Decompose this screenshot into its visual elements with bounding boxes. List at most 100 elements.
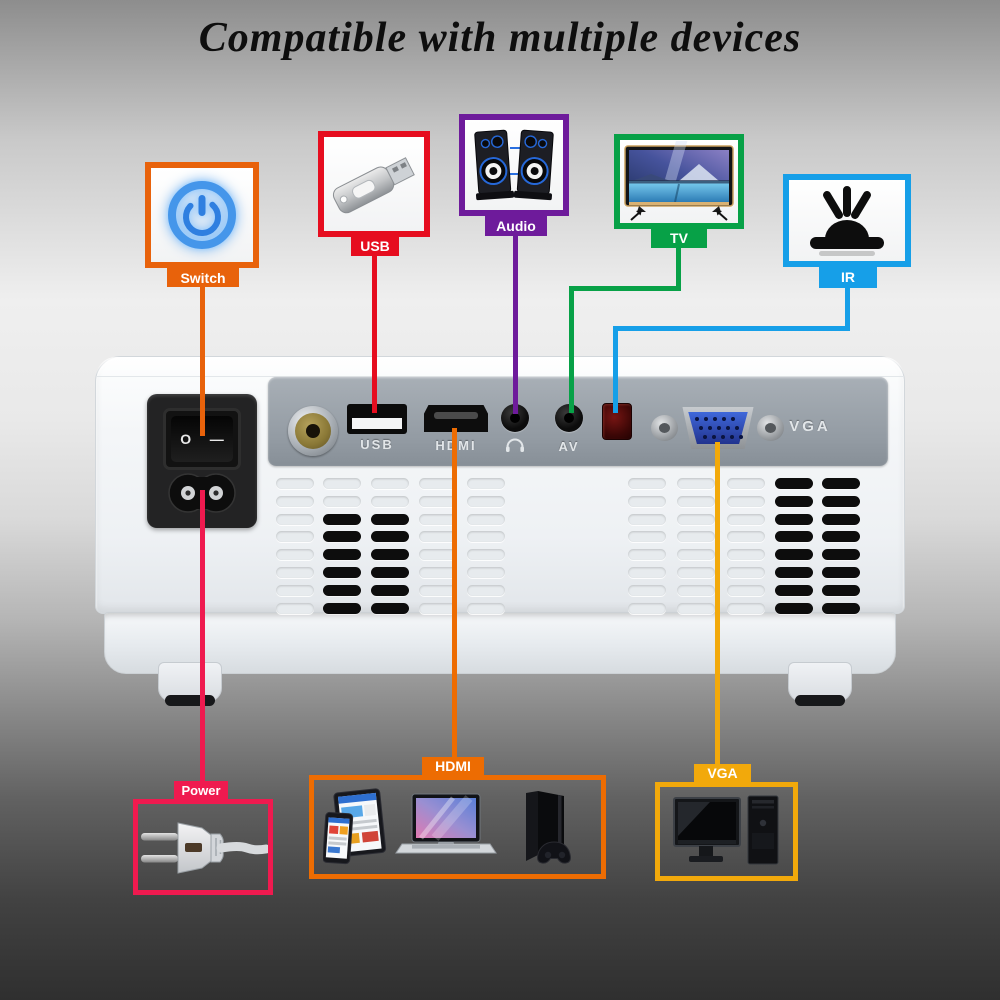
- vent-slot: [467, 478, 505, 489]
- power-plug-icon: [141, 822, 268, 874]
- av-port-label: AV: [558, 439, 580, 454]
- vent-slot: [677, 549, 715, 561]
- vent-slot: [822, 602, 860, 614]
- vent-slot: [276, 602, 314, 614]
- vent-slot: [323, 584, 361, 596]
- tv-line: [569, 286, 681, 291]
- projector-base: [104, 612, 896, 674]
- game-console-icon: [525, 791, 571, 864]
- vent-slot: [323, 567, 361, 578]
- vent-slot: [727, 513, 765, 525]
- tv-line: [676, 247, 681, 291]
- vent-slot: [276, 584, 314, 596]
- vent-slot: [419, 567, 457, 578]
- vent-slot: [467, 549, 505, 561]
- ir-line: [613, 326, 850, 331]
- rocker-off-symbol: O: [180, 431, 192, 447]
- vent-slot: [276, 478, 314, 489]
- usb-drive-icon: [332, 157, 415, 214]
- vent-slot: [822, 549, 860, 561]
- laptop-icon: [395, 793, 498, 854]
- vent-slot: [677, 602, 715, 614]
- vent-slot: [467, 584, 505, 596]
- vga-pin-hole: [721, 435, 725, 439]
- vent-slot: [775, 513, 813, 525]
- vga-callout-box: [655, 782, 798, 881]
- desktop-pc-icon: [672, 795, 778, 864]
- vent-slot: [775, 602, 813, 614]
- vga-pin-hole: [703, 435, 707, 439]
- vent-slot: [323, 478, 361, 489]
- vent-slot: [677, 513, 715, 525]
- rf-coax-hole: [306, 424, 320, 438]
- usb-port-label: USB: [360, 437, 394, 452]
- vent-slot: [822, 531, 860, 543]
- vent-slot: [323, 513, 361, 525]
- vent-slot: [727, 549, 765, 561]
- vent-slot: [677, 584, 715, 596]
- vent-slot: [628, 531, 666, 543]
- switch-callout-box: [145, 162, 259, 268]
- vent-slot: [323, 531, 361, 543]
- vga-pin-hole: [713, 417, 717, 421]
- vent-slot: [467, 495, 505, 507]
- power-badge: Power: [174, 781, 228, 799]
- vent-slot: [371, 567, 409, 578]
- ir-badge: IR: [819, 266, 877, 288]
- vent-slot: [276, 531, 314, 543]
- power-symbol-icon: [168, 181, 236, 249]
- av-jack-hole: [564, 413, 574, 423]
- vent-slot: [822, 567, 860, 578]
- vent-slot: [419, 478, 457, 489]
- usb-line: [372, 255, 377, 413]
- vent-slot: [628, 513, 666, 525]
- vent-slot: [467, 602, 505, 614]
- vent-slot: [323, 549, 361, 561]
- ir-sensor-icon: [810, 185, 884, 256]
- tv-icon: [624, 140, 734, 221]
- vga-pin-hole: [695, 417, 699, 421]
- vent-slot: [276, 567, 314, 578]
- audio-line: [513, 235, 518, 414]
- vent-slot: [371, 478, 409, 489]
- vga-badge: VGA: [694, 764, 751, 782]
- headphone-icon: [506, 438, 524, 452]
- usb-callout-box: [318, 131, 430, 237]
- audio-callout-box: [459, 114, 569, 216]
- vga-pin-hole: [730, 435, 734, 439]
- switch-line: [200, 286, 205, 436]
- vent-slot: [775, 478, 813, 489]
- vent-slot: [419, 602, 457, 614]
- vent-slot: [419, 531, 457, 543]
- vent-slot: [727, 495, 765, 507]
- vent-slot: [467, 531, 505, 543]
- headphone-jack-hole: [510, 413, 520, 423]
- vent-slot: [628, 567, 666, 578]
- vent-slot: [727, 584, 765, 596]
- vga-screw-hole: [765, 423, 776, 433]
- vga-pin-hole: [699, 426, 703, 430]
- vent-slot: [628, 495, 666, 507]
- vent-slot: [775, 567, 813, 578]
- hdmi-port-slot: [434, 412, 478, 419]
- vent-slot: [677, 478, 715, 489]
- usb-port-contacts: [352, 409, 402, 418]
- vent-slot: [371, 602, 409, 614]
- vent-slot: [775, 495, 813, 507]
- vent-slot: [371, 495, 409, 507]
- ir-line: [613, 326, 618, 413]
- vent-slot: [677, 531, 715, 543]
- foot-pad: [795, 695, 845, 706]
- rocker-on-symbol: —: [209, 431, 224, 447]
- vga-screw-hole: [659, 423, 670, 433]
- vent-slot: [419, 584, 457, 596]
- vent-slot: [323, 602, 361, 614]
- vent-slot: [276, 495, 314, 507]
- vent-slot: [822, 513, 860, 525]
- usb-badge: USB: [351, 236, 399, 256]
- vga-pin-hole: [735, 426, 739, 430]
- vga-pin-hole: [704, 417, 708, 421]
- vent-slot: [628, 602, 666, 614]
- vent-slot: [677, 567, 715, 578]
